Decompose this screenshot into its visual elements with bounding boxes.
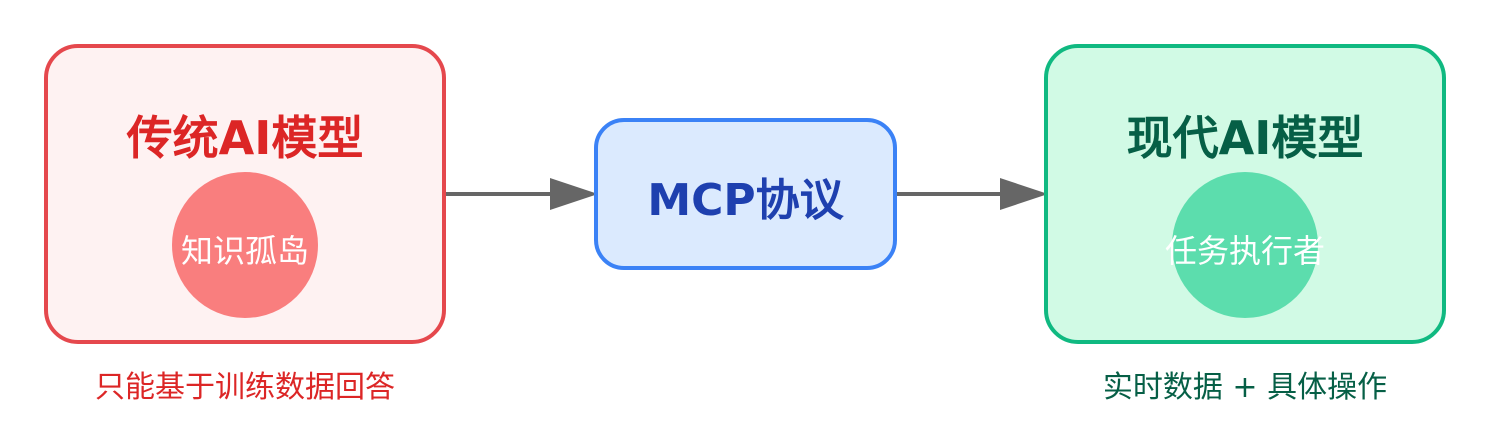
mcp-protocol-box: MCP协议 [594, 118, 897, 270]
traditional-ai-title: 传统AI模型 [126, 111, 364, 165]
modern-ai-box: 现代AI模型 任务执行者 [1044, 44, 1446, 344]
modern-ai-caption: 实时数据 + 具体操作 [1102, 370, 1388, 405]
task-executor-circle [1172, 172, 1318, 318]
task-executor-label: 任务执行者 [1164, 232, 1325, 270]
modern-ai-title: 现代AI模型 [1126, 111, 1364, 165]
mcp-protocol-title: MCP协议 [647, 175, 844, 226]
knowledge-island-circle [172, 172, 318, 318]
traditional-ai-caption: 只能基于训练数据回答 [95, 370, 395, 405]
arrow-middle-to-right-head [1000, 178, 1048, 210]
knowledge-island-label: 知识孤岛 [180, 232, 309, 270]
traditional-ai-box: 传统AI模型 知识孤岛 [44, 44, 446, 344]
arrow-left-to-middle-head [550, 178, 598, 210]
